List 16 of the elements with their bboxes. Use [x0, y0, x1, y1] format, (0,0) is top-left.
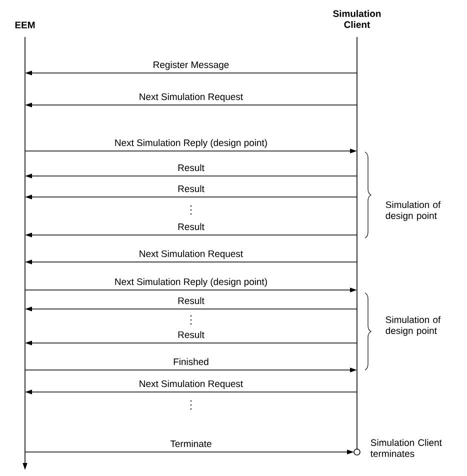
edge-label: Next Simulation Request [140, 250, 243, 259]
edge-label: Result [178, 164, 204, 172]
edge-label: Result [178, 185, 204, 192]
edge-label: Register Message [154, 61, 229, 70]
edge-label: Next Simulation Request [140, 93, 243, 102]
edge-label: Finished [174, 358, 208, 366]
edge-label: Next Simulation Request [140, 380, 243, 389]
edge-label: Next Simulation Reply (design point) [115, 278, 267, 287]
edge-label: Terminate [170, 440, 212, 448]
lifeline-header: Simulation Client [333, 10, 381, 28]
edge-label: Result [178, 297, 204, 304]
edge-label: Next Simulation Reply (design point) [115, 139, 267, 148]
annotation-text: Simulation Client terminates [370, 439, 442, 457]
lifeline-header: EEM [15, 22, 35, 28]
edge-label: Result [178, 223, 204, 230]
edge-label: Result [178, 331, 204, 338]
